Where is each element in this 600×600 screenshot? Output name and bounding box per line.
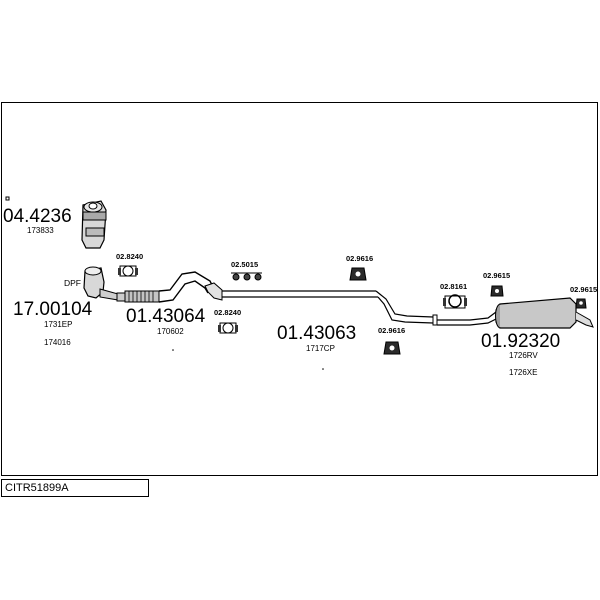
clamp-a-top-drawing[interactable] [118,265,138,277]
mount-c-label: 02.9615 [483,271,511,280]
dpf-drawing[interactable] [83,266,119,301]
mount-a-label: 02.9616 [346,254,374,263]
front-pipe-ref: 170602 [157,327,184,336]
clamp-b-drawing[interactable] [443,294,467,309]
mount-b-drawing[interactable] [383,341,401,355]
diagram-frame [1,102,598,476]
middle-pipe-part-number: 01.43063 [277,323,357,344]
clamp-b-label: 02.8161 [440,282,468,291]
catalyst-part-number: 04.4236 [3,206,72,227]
front-pipe-drawing[interactable] [116,271,214,303]
front-pipe-part-number: 01.43064 [126,306,206,327]
rear-silencer-ref-1: 1726RV [509,351,538,360]
dpf-label: DPF [64,278,81,288]
catalyst-drawing[interactable] [81,200,107,249]
catalyst-ref: 173833 [27,226,54,235]
clamp-a-bottom-drawing[interactable] [218,322,238,334]
dpf-ref-1: 1731EP [44,320,73,329]
diagram-code: CITR51899A [1,479,149,497]
rear-silencer-ref-2: 1726XE [509,368,538,377]
mount-a-drawing[interactable] [349,267,367,281]
rear-silencer-part-number: 01.92320 [481,331,561,352]
hanger-set-label: 02.5015 [231,260,259,269]
clamp-a-top-label: 02.8240 [116,252,144,261]
mount-c-drawing[interactable] [490,285,504,297]
mount-b-label: 02.9616 [378,326,406,335]
mount-d-drawing[interactable] [575,298,587,309]
clamp-a-bottom-label: 02.8240 [214,308,242,317]
marker-square [5,196,10,201]
dpf-part-number: 17.00104 [13,299,93,320]
middle-pipe-ref: 1717CP [306,344,335,353]
dpf-ref-2: 174016 [44,338,71,347]
mount-d-label: 02.9615 [570,285,598,294]
hanger-set-drawing[interactable] [231,272,262,281]
rear-silencer-drawing[interactable] [495,297,594,329]
